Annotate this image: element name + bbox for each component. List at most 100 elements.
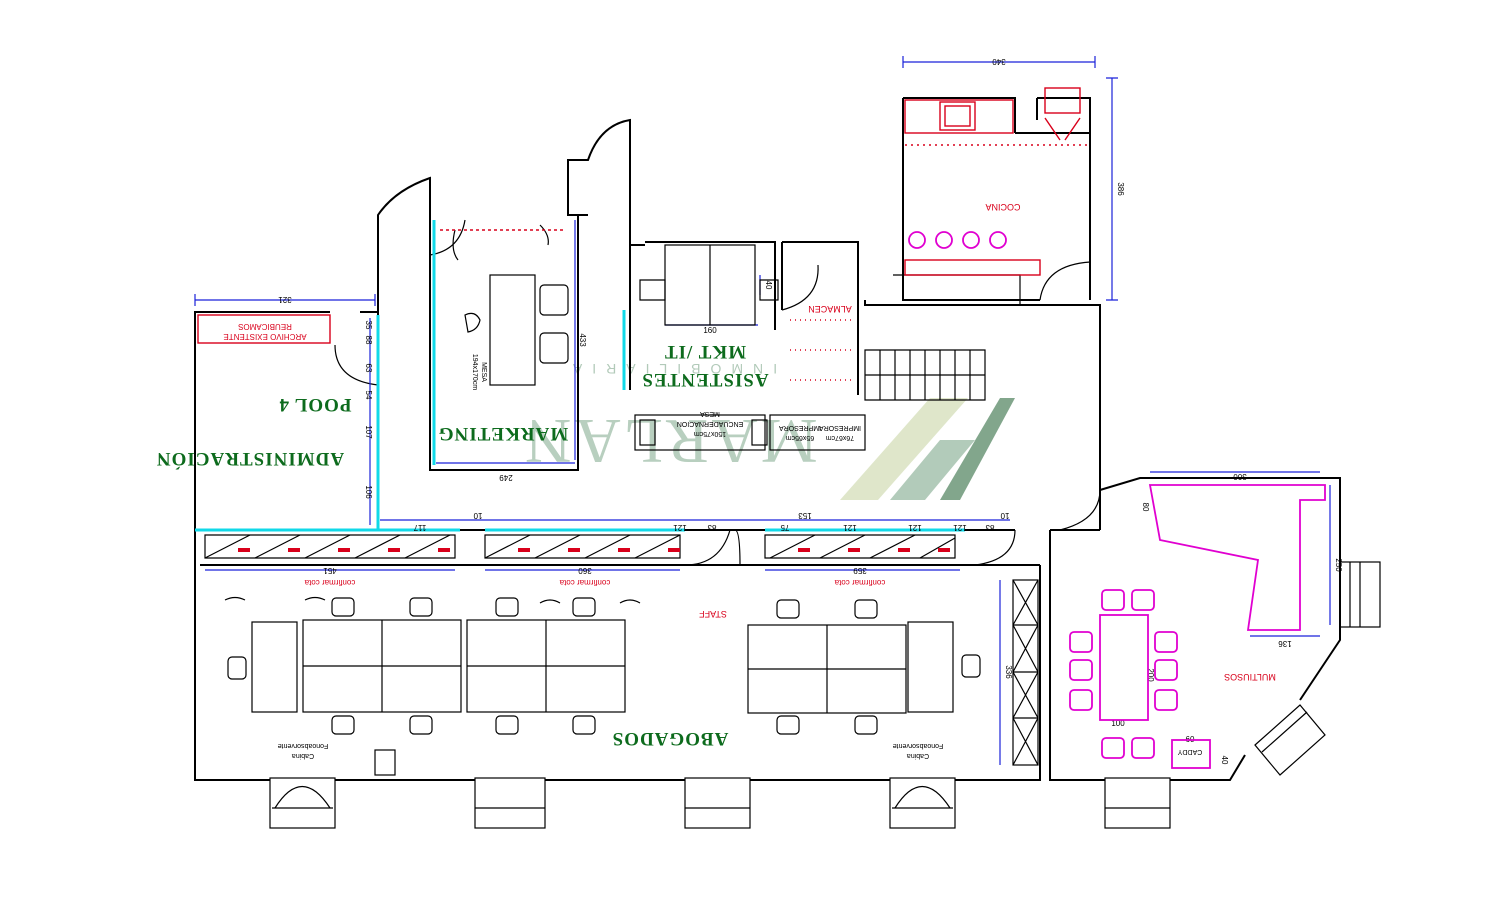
label-mesa-marketing: MESA [480, 362, 487, 382]
chair-icon [776, 715, 800, 735]
chair-icon [854, 599, 878, 619]
door-swing-multiusos [1059, 489, 1101, 531]
fridge-icon [1044, 87, 1081, 114]
admin-furniture [197, 314, 956, 559]
dim-336: 336 [1004, 665, 1013, 679]
dim-200: 200 [1146, 668, 1155, 682]
burner-icon [935, 231, 953, 249]
glass-partitions [195, 220, 965, 532]
furniture-labels: REUBICAMOS ARCHIVO EXISTENTE MESA 194x17… [223, 322, 943, 759]
label-fonoabsorvente-right: Fonoabsorvente [893, 742, 944, 749]
dim-80: 80 [1141, 503, 1150, 512]
chair-icon [495, 715, 519, 735]
room-almacen: ALMACEN [808, 304, 852, 314]
dim-10a: 10 [473, 511, 482, 520]
chair-icon [1069, 689, 1093, 711]
burner-icon [908, 231, 926, 249]
dim-83a: 83 [707, 523, 716, 532]
multiusos-furniture [1069, 484, 1381, 776]
chair-icon [572, 597, 596, 617]
abogados-furniture [224, 579, 1171, 829]
dim-433: 433 [578, 333, 587, 347]
label-impresora-2-size: 76x67cm [826, 434, 855, 441]
watermark-subtitle: INMOBILIARIA [563, 361, 777, 377]
room-pool4: POOL 4 [278, 394, 351, 415]
dim-300: 300 [1233, 472, 1247, 481]
room-mkt-it: MKT /IT [664, 341, 746, 362]
chair-icon [1154, 659, 1178, 681]
label-cabina-left: Cabina [292, 752, 314, 759]
burner-icon [962, 231, 980, 249]
phone-booth-left [269, 777, 336, 829]
window-bay-multiusos [1254, 561, 1381, 776]
chair-icon [776, 599, 800, 619]
watermark: MARLAN INMOBILIARIA [522, 361, 1015, 500]
chair-icon [1069, 659, 1093, 681]
archivo-existente [197, 314, 331, 344]
label-reubicamos: REUBICAMOS [238, 322, 292, 331]
dim-136: 136 [1278, 639, 1292, 648]
chair-icon [409, 597, 433, 617]
chair-icon [539, 284, 569, 316]
chair-icon [331, 597, 355, 617]
door-swing-staff-2 [974, 529, 1016, 566]
chair-icon [961, 654, 981, 678]
room-abogados: ABOGADOS [612, 728, 729, 749]
room-administracion: ADMINISTRACIÓN [156, 448, 344, 470]
watermark-logo-stroke-mid [890, 440, 975, 500]
asistentes-furniture [634, 244, 866, 451]
label-impresora-2: IMPRESORA [819, 424, 861, 431]
dim-107: 107 [364, 425, 373, 439]
dim-100: 100 [1111, 719, 1125, 728]
label-impresora-1: IMPRESORA [779, 424, 821, 431]
label-mesa-encuadernacion: MESA [700, 410, 720, 417]
dim-88: 88 [364, 336, 373, 345]
label-encuadernacion: ENCUADERNACION [677, 420, 744, 427]
room-asistentes: ASISTENTES [641, 369, 768, 390]
confirmar-cota-3: confirmar cota [834, 578, 885, 587]
chair-icon [1131, 589, 1155, 611]
dim-121b: 121 [843, 523, 857, 532]
dimension-lines: 340 386 321 433 249 160 40 35 88 63 54 1… [194, 56, 1343, 765]
dim-121d: 121 [953, 523, 967, 532]
dim-40: 40 [764, 281, 773, 290]
dim-451: 451 [323, 566, 337, 575]
chair-icon [854, 715, 878, 735]
label-mesa-marketing-size: 194x170cm [471, 354, 478, 390]
dim-340: 340 [992, 57, 1006, 66]
room-multiusos: MULTIUSOS [1224, 672, 1276, 682]
chair-icon [1154, 689, 1178, 711]
desk-row-admin [204, 534, 956, 559]
chair-icon [409, 715, 433, 735]
dim-121c: 121 [908, 523, 922, 532]
dim-40b: 40 [1220, 756, 1229, 765]
dim-54: 54 [364, 391, 373, 400]
label-fonoabsorvente-left: Fonoabsorvente [278, 742, 329, 749]
label-encuadernacion-size: 150x75cm [694, 430, 726, 437]
chair-icon [1131, 737, 1155, 759]
chair-icon [464, 312, 481, 333]
dim-121a: 121 [673, 523, 687, 532]
chair-icon [331, 715, 355, 735]
room-cocina: COCINA [985, 202, 1020, 212]
label-impresora-1-size: 65x65cm [786, 434, 815, 441]
marketing-furniture [440, 224, 569, 386]
caddy [1171, 739, 1211, 769]
dim-249: 249 [499, 473, 513, 482]
meeting-table [1099, 614, 1149, 721]
door-swing-staff-1 [684, 529, 731, 566]
burner-icon [989, 231, 1007, 249]
dim-117: 117 [413, 523, 426, 532]
dim-63: 63 [364, 364, 373, 373]
door-swing-cocina [1039, 261, 1091, 301]
dim-35: 35 [364, 321, 373, 330]
dim-75: 75 [780, 523, 789, 532]
dim-83b: 83 [985, 523, 994, 532]
watermark-logo-stroke-dark [940, 398, 1015, 500]
printer-icon [751, 419, 768, 446]
chair-icon [1069, 631, 1093, 653]
l-shaped-counter [1148, 484, 1326, 631]
chair-icon [1101, 737, 1125, 759]
label-archivo-existente: ARCHIVO EXISTENTE [223, 332, 306, 341]
